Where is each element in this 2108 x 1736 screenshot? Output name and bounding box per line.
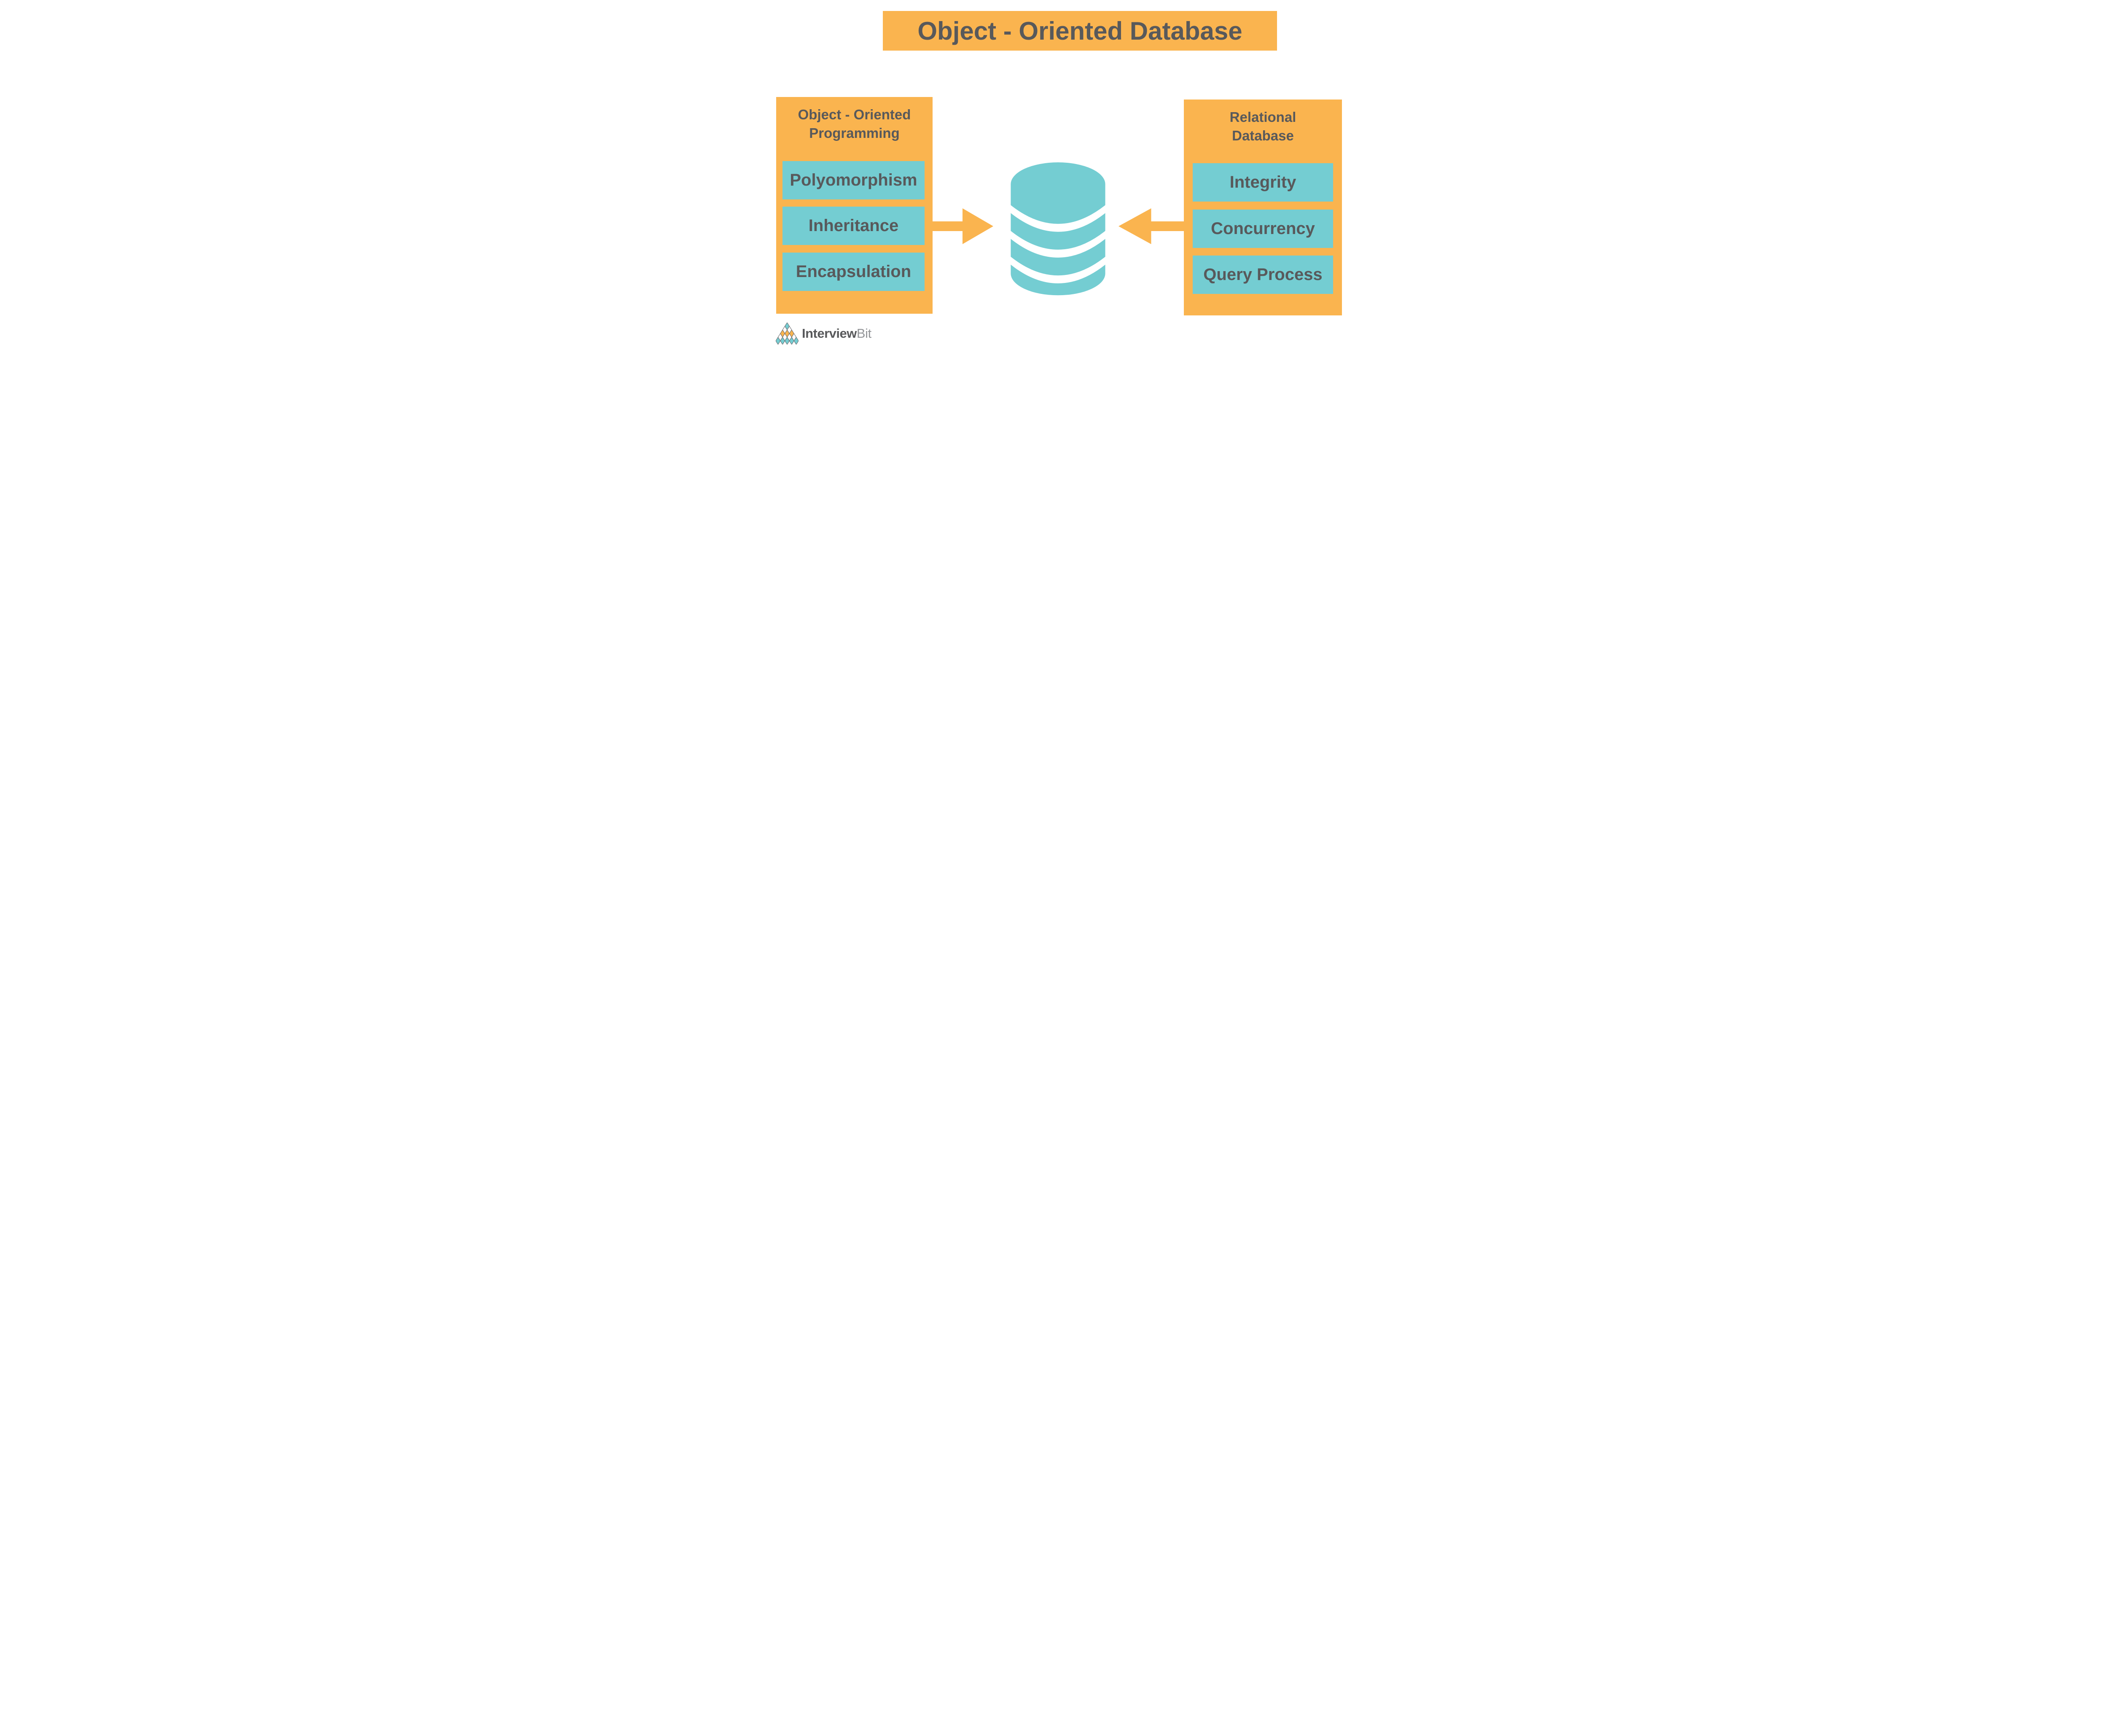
left-panel-heading: Object - Oriented Programming (776, 105, 933, 143)
left-heading-line-2: Programming (809, 125, 900, 141)
right-heading-line-2: Database (1232, 128, 1294, 144)
chip-query-process: Query Process (1193, 256, 1333, 294)
chip-inheritance: Inheritance (782, 207, 925, 245)
logo-text-bit: Bit (856, 326, 871, 341)
arrow-left-icon (1119, 208, 1184, 244)
infographic-canvas: Object - Oriented Database Object - Orie… (764, 0, 1344, 347)
right-heading-line-1: Relational (1229, 109, 1296, 125)
chip-encapsulation: Encapsulation (782, 253, 925, 291)
right-panel-relational-db: Relational Database Integrity Concurrenc… (1184, 100, 1342, 315)
left-heading-line-1: Object - Oriented (798, 107, 911, 122)
logo-wordmark: InterviewBit (802, 326, 871, 341)
interviewbit-logo: InterviewBit (776, 322, 911, 345)
logo-pyramid-icon (776, 323, 799, 345)
page-title: Object - Oriented Database (917, 16, 1242, 45)
chip-polyomorphism: Polyomorphism (782, 161, 925, 199)
left-panel-oop: Object - Oriented Programming Polyomorph… (776, 97, 933, 314)
right-panel-heading: Relational Database (1184, 108, 1342, 145)
database-icon (1007, 162, 1109, 296)
chip-integrity: Integrity (1193, 163, 1333, 202)
title-banner: Object - Oriented Database (883, 11, 1277, 51)
arrow-right-icon (932, 208, 993, 244)
chip-concurrency: Concurrency (1193, 210, 1333, 248)
logo-text-interview: Interview (802, 326, 857, 341)
